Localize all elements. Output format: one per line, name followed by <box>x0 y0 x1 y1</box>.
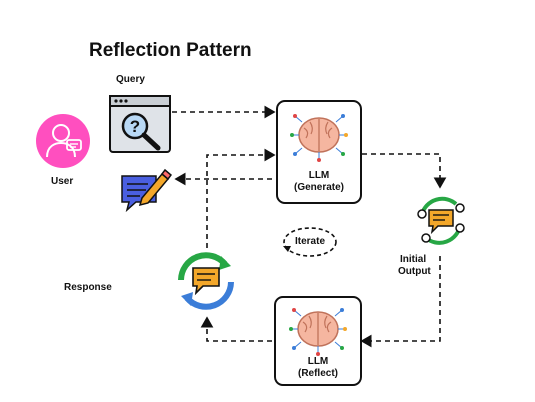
iterate-cycle-icon <box>283 227 337 257</box>
refresh-chat-icon <box>178 252 234 310</box>
user-node <box>35 113 91 169</box>
iterate-node: Iterate <box>280 224 340 260</box>
user-avatar-icon <box>36 114 90 168</box>
response-writer-node <box>118 166 173 216</box>
initial-output-label-2: Output <box>398 266 431 277</box>
page-title: Reflection Pattern <box>89 40 252 61</box>
iterate-label: Iterate <box>294 236 325 247</box>
brain-circuit-icon <box>289 308 347 356</box>
svg-text:?: ? <box>130 117 140 136</box>
arrow-response-to-generate <box>206 148 276 248</box>
response-node <box>173 250 239 312</box>
llm-reflect-subtitle: (Reflect) <box>297 368 338 379</box>
llm-generate-node: LLM (Generate) <box>276 100 362 204</box>
arrow-generate-to-output <box>362 153 447 189</box>
llm-reflect-node: LLM (Reflect) <box>274 296 362 386</box>
user-label: User <box>51 176 74 187</box>
edit-message-icon <box>121 168 173 213</box>
search-browser-icon: ? <box>109 95 171 153</box>
llm-reflect-title: LLM <box>307 356 329 367</box>
query-label: Query <box>116 74 145 85</box>
arrow-reflect-to-response <box>200 316 272 342</box>
initial-output-node <box>412 192 470 250</box>
response-label: Response <box>64 282 112 293</box>
llm-generate-title: LLM <box>308 170 330 181</box>
brain-circuit-icon <box>290 114 348 162</box>
query-node: ? <box>108 94 174 156</box>
cycle-chat-icon <box>417 196 465 245</box>
llm-generate-subtitle: (Generate) <box>293 182 344 193</box>
arrow-output-to-reflect <box>360 256 441 348</box>
initial-output-label-1: Initial <box>400 254 427 265</box>
